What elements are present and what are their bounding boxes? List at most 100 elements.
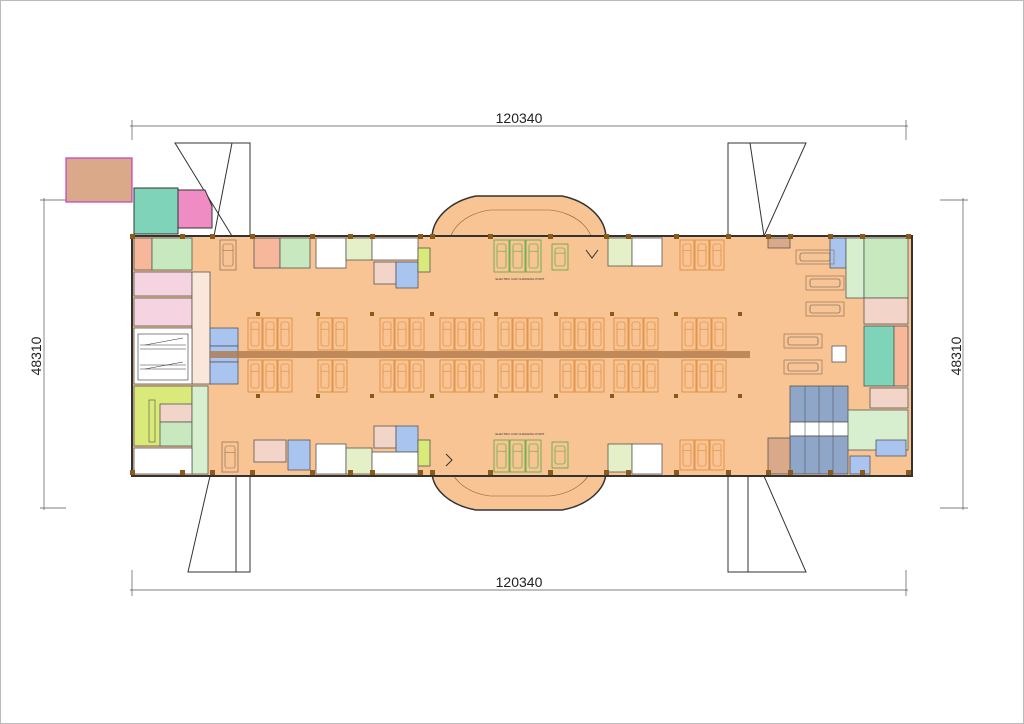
- column: [316, 394, 320, 398]
- parking-stall: [527, 317, 543, 351]
- column: [130, 470, 135, 475]
- column: [674, 394, 678, 398]
- dimension-left: [40, 198, 66, 510]
- column: [738, 312, 742, 316]
- annex-pink-room: [177, 189, 213, 229]
- ev-charging-stall: [525, 439, 542, 473]
- parking-stall: [783, 333, 823, 349]
- column: [180, 470, 185, 475]
- parking-stall: [379, 359, 395, 393]
- parking-stall: [454, 359, 470, 393]
- parking-stall: [277, 359, 293, 393]
- column: [626, 234, 631, 239]
- parking-stall: [219, 239, 237, 271]
- column: [788, 234, 793, 239]
- parking-stall: [643, 359, 659, 393]
- ev-charging-stall: [509, 439, 526, 473]
- column: [370, 312, 374, 316]
- parking-stall: [694, 239, 710, 271]
- parking-stall: [643, 317, 659, 351]
- column: [418, 470, 423, 475]
- column: [256, 312, 260, 316]
- right-room-dividers: [804, 386, 834, 474]
- parking-stall: [439, 317, 455, 351]
- parking-stall: [783, 359, 823, 375]
- column: [554, 312, 558, 316]
- parking-stall: [613, 317, 629, 351]
- ladder-icon: [148, 399, 156, 443]
- parking-stall: [497, 359, 513, 393]
- column: [370, 394, 374, 398]
- column: [430, 234, 435, 239]
- dimension-bottom: [130, 570, 908, 596]
- parking-stall: [409, 359, 425, 393]
- column: [604, 234, 609, 239]
- parking-stall: [679, 439, 695, 471]
- column: [488, 234, 493, 239]
- column: [430, 470, 435, 475]
- column: [430, 312, 434, 316]
- column: [548, 470, 553, 475]
- column: [548, 234, 553, 239]
- parking-stall: [379, 317, 395, 351]
- parking-stall: [559, 317, 575, 351]
- parking-stall: [469, 359, 485, 393]
- column: [766, 470, 771, 475]
- column: [494, 394, 498, 398]
- column: [348, 234, 353, 239]
- column: [310, 234, 315, 239]
- arrow-icon-top: [585, 249, 599, 259]
- parking-stalls: [219, 239, 845, 473]
- parking-stall: [527, 359, 543, 393]
- ramp-top-lane: [448, 209, 594, 253]
- column: [860, 234, 865, 239]
- ev-charging-stall: [551, 441, 569, 469]
- parking-stall: [589, 359, 605, 393]
- column: [418, 234, 423, 239]
- service-cores: [253, 237, 663, 475]
- dimension-left-label: 48310: [28, 336, 44, 375]
- column: [310, 470, 315, 475]
- ev-charging-stall: [493, 439, 510, 473]
- column: [494, 312, 498, 316]
- parking-stall: [332, 359, 348, 393]
- column: [250, 470, 255, 475]
- column: [626, 470, 631, 475]
- column: [210, 470, 215, 475]
- parking-stall: [574, 359, 590, 393]
- ev-charging-stall: [551, 243, 569, 271]
- parking-stall: [696, 359, 712, 393]
- parking-stall: [694, 439, 710, 471]
- parking-stall: [512, 317, 528, 351]
- parking-stall: [317, 317, 333, 351]
- column: [726, 470, 731, 475]
- ev-charging-stall: [493, 239, 510, 273]
- parking-stall: [512, 359, 528, 393]
- column: [250, 234, 255, 239]
- parking-stall: [409, 317, 425, 351]
- annex-room: [65, 157, 133, 203]
- column: [610, 394, 614, 398]
- parking-stall: [221, 441, 239, 473]
- parking-stall: [497, 317, 513, 351]
- parking-stall: [589, 317, 605, 351]
- column: [348, 470, 353, 475]
- column: [210, 234, 215, 239]
- column: [766, 234, 771, 239]
- column: [430, 394, 434, 398]
- column: [828, 234, 833, 239]
- parking-stall: [696, 317, 712, 351]
- column: [130, 234, 135, 239]
- column: [610, 312, 614, 316]
- parking-stall: [805, 275, 845, 291]
- ev-charging-stall: [509, 239, 526, 273]
- parking-stall: [709, 439, 725, 471]
- column: [906, 234, 911, 239]
- parking-stall: [574, 317, 590, 351]
- parking-stall: [394, 359, 410, 393]
- parking-stall: [332, 317, 348, 351]
- dimension-top-label: 120340: [496, 110, 543, 126]
- parking-stall: [711, 317, 727, 351]
- column: [554, 394, 558, 398]
